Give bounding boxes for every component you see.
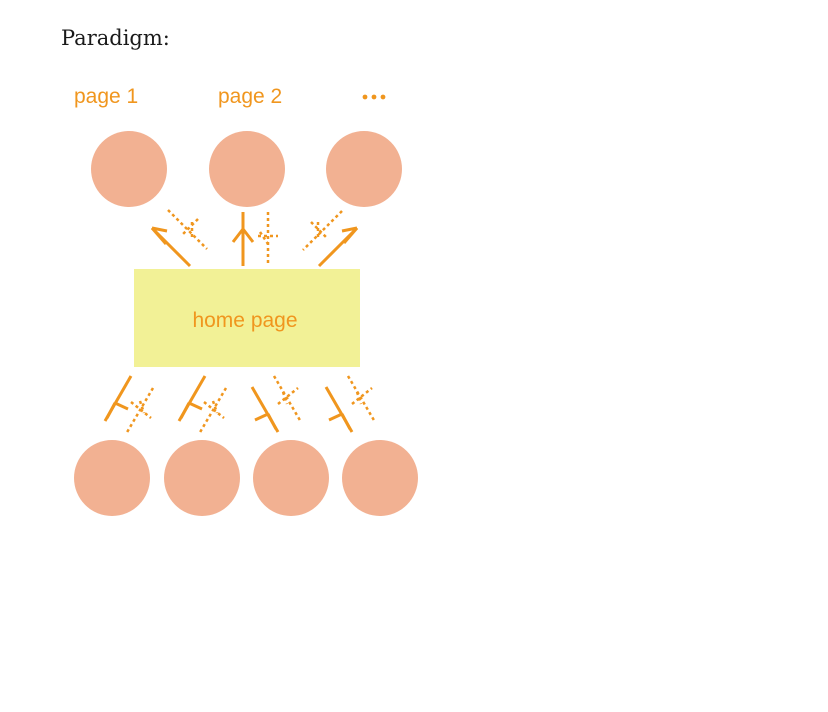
- arrow-page-2-to-home-blocked: [258, 212, 278, 266]
- node-bottom-1: [74, 440, 150, 516]
- arrow-bottom-4-to-home-blocked: [346, 375, 377, 423]
- arrow-bottom-2-to-home-blocked: [197, 387, 228, 435]
- label-page-1: page 1: [74, 85, 138, 108]
- node-page-2: [209, 131, 285, 207]
- arrow-home-to-page-more: [317, 226, 359, 268]
- arrow-page-1-to-home-blocked: [167, 209, 208, 250]
- arrow-home-to-bottom-3: [250, 386, 280, 433]
- node-bottom-3: [253, 440, 329, 516]
- page-heading: Paradigm:: [61, 26, 170, 50]
- arrow-home-to-bottom-2: [177, 375, 207, 422]
- arrow-home-to-page-2: [231, 212, 255, 266]
- node-page-more: [326, 131, 402, 207]
- home-page-box: [134, 269, 360, 367]
- label-page-2: page 2: [218, 85, 282, 108]
- arrow-bottom-3-to-home-blocked: [272, 375, 303, 423]
- node-page-1: [91, 131, 167, 207]
- arrow-bottom-1-to-home-blocked: [124, 387, 155, 435]
- home-page-label: home page: [192, 309, 297, 332]
- node-bottom-4: [342, 440, 418, 516]
- label-ellipsis: [362, 94, 386, 100]
- arrow-home-to-bottom-1: [103, 375, 133, 422]
- arrow-page-more-to-home-blocked: [302, 210, 343, 251]
- arrow-home-to-page-1: [150, 226, 192, 268]
- node-bottom-2: [164, 440, 240, 516]
- arrow-home-to-bottom-4: [324, 386, 354, 433]
